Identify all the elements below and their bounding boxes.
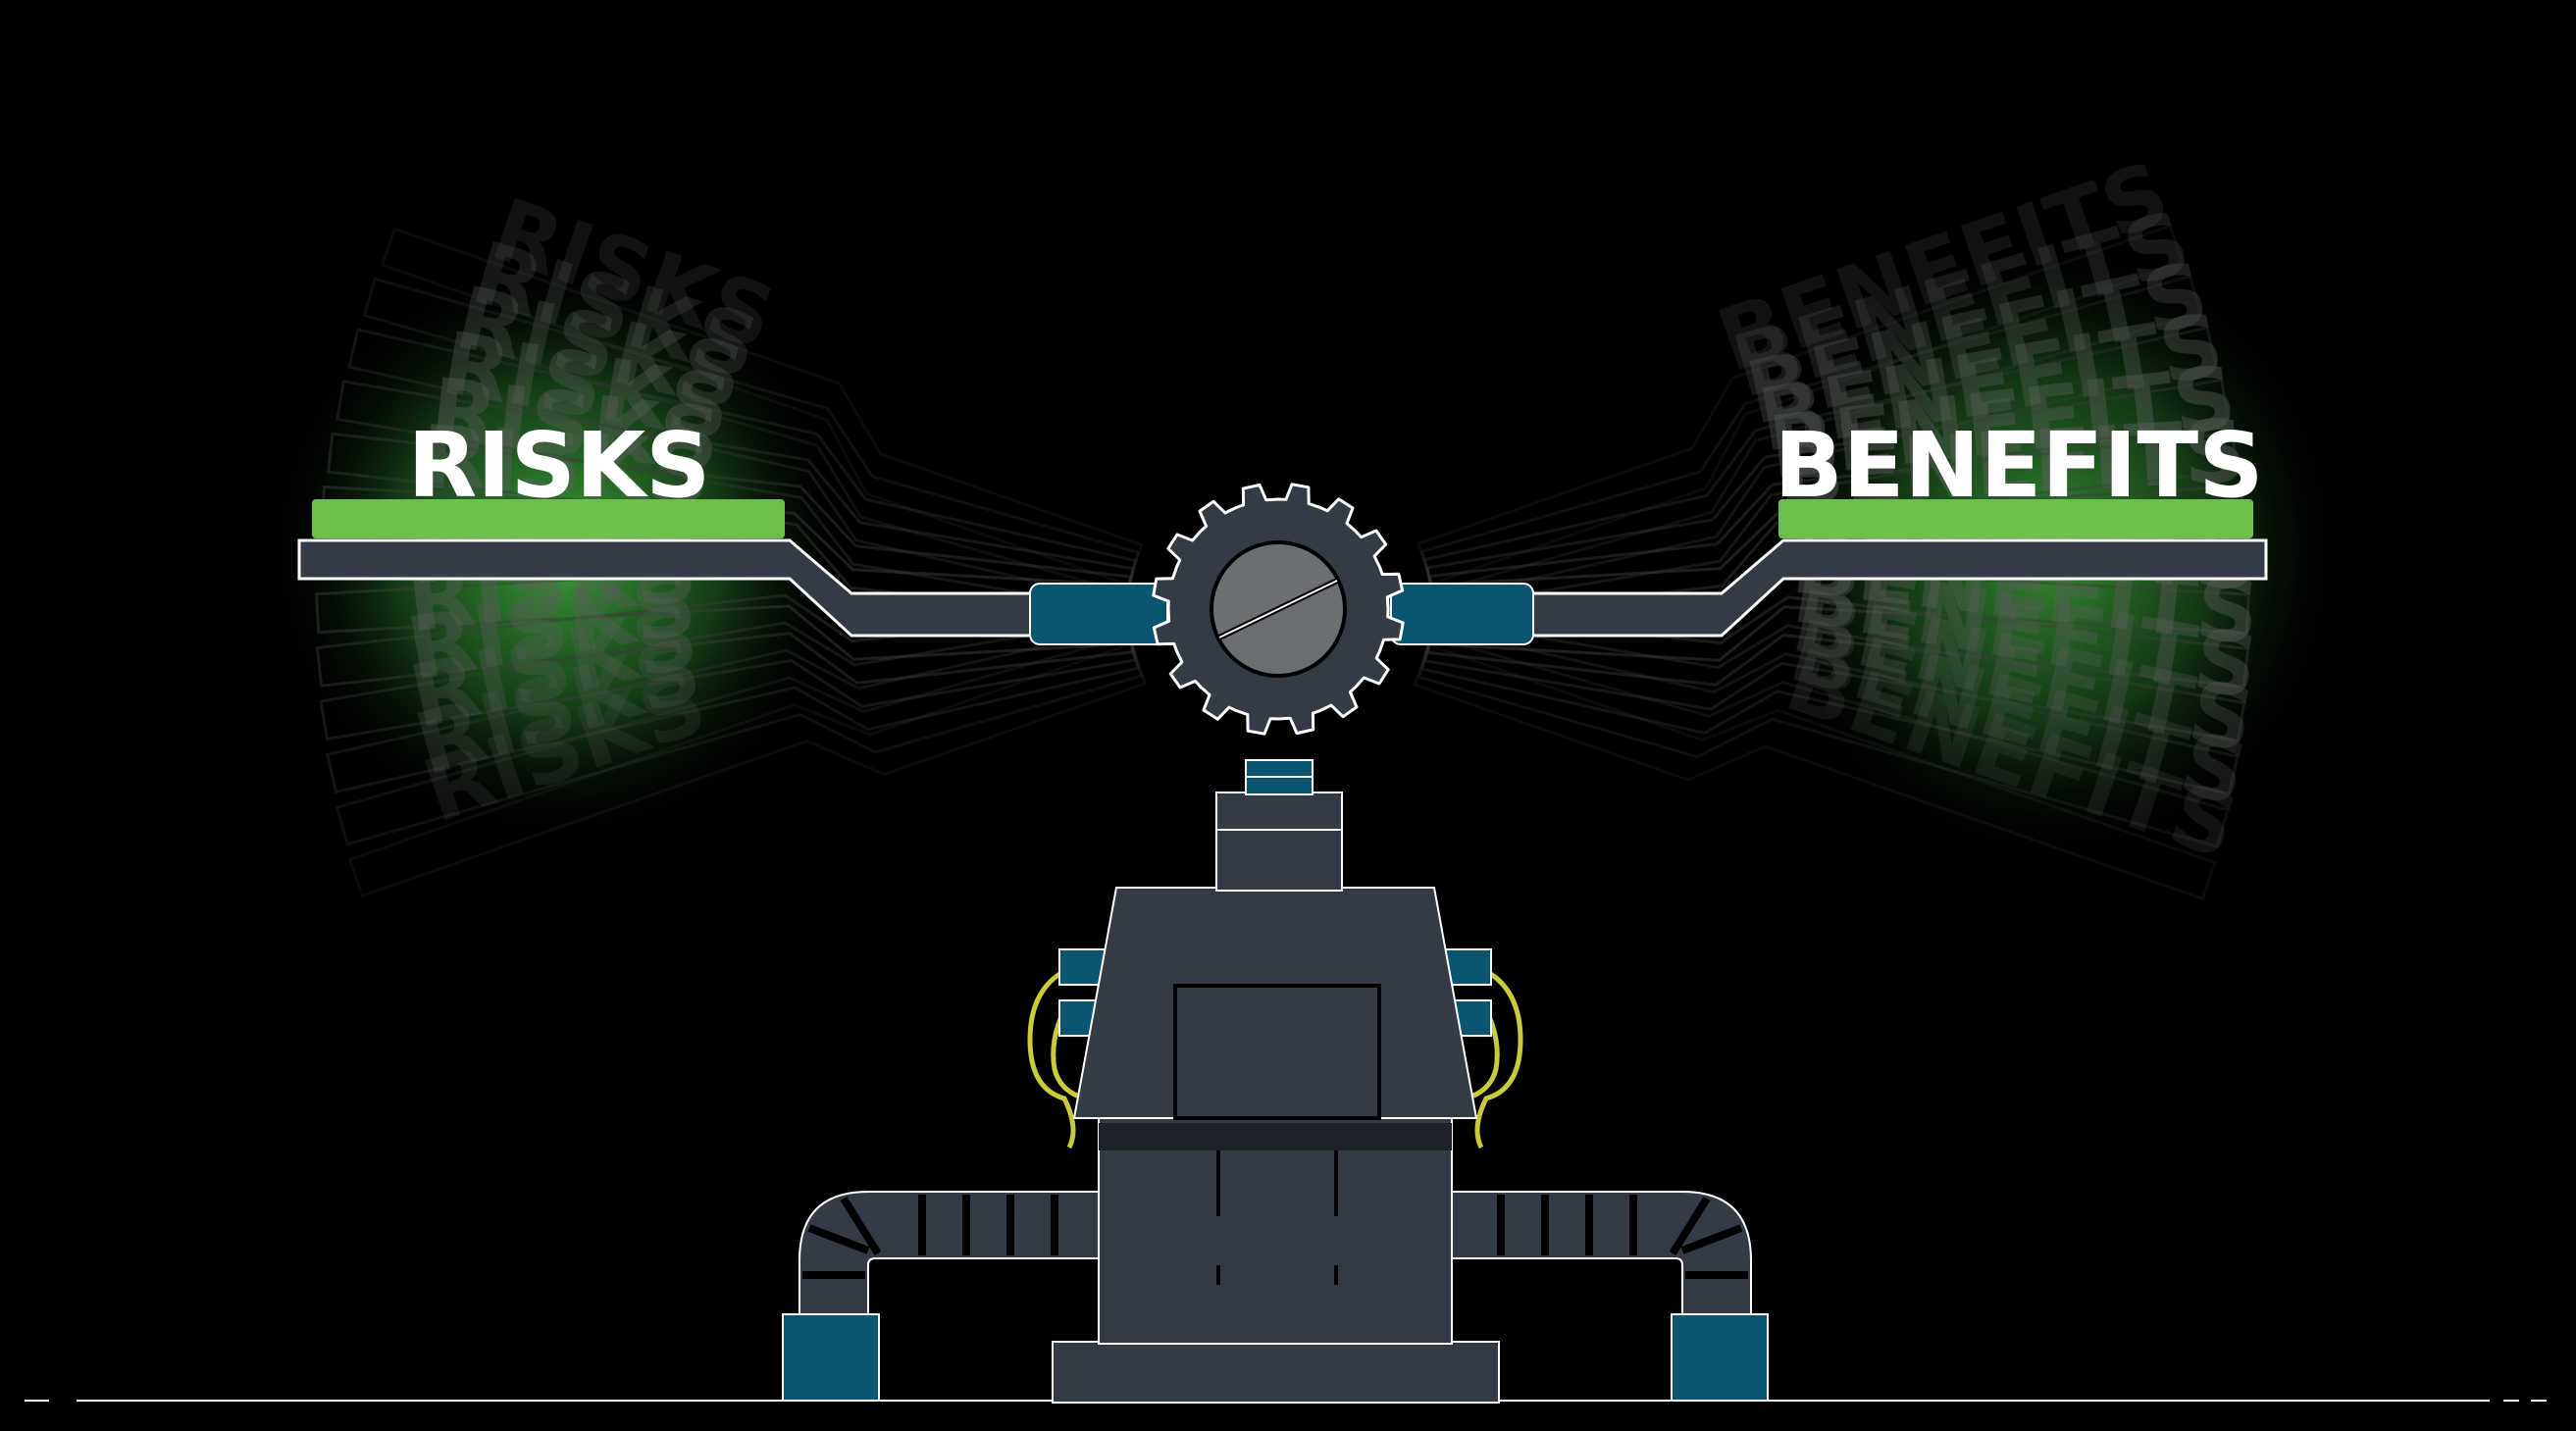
right-pan: [1778, 499, 2253, 538]
scale-neck: [1215, 759, 1343, 892]
left-pan: [312, 499, 785, 538]
wires: [1027, 968, 1523, 1150]
right-pipe-foot: [1671, 1313, 1769, 1402]
right-pipe: [1449, 1191, 1769, 1402]
body-column: [1098, 1107, 1453, 1345]
ghost-trail-right: BENEFITSBENEFITSBENEFITSBENEFITSBENEFITS…: [1413, 142, 2265, 901]
scale-beam: [297, 538, 2268, 638]
body-panel: [1173, 984, 1381, 1120]
beam-connector-right: [1390, 583, 1534, 645]
benefits-label: BENEFITS: [1775, 413, 2264, 518]
base-plinth: [1052, 1341, 1500, 1404]
left-pipe-foot: [782, 1313, 880, 1402]
risks-label: RISKS: [408, 413, 711, 518]
ghost-beam: RISKS: [326, 359, 1133, 621]
beam-connector-left: [1029, 583, 1168, 645]
left-pipe: [782, 1191, 1100, 1402]
body-housing: [1072, 887, 1478, 1120]
